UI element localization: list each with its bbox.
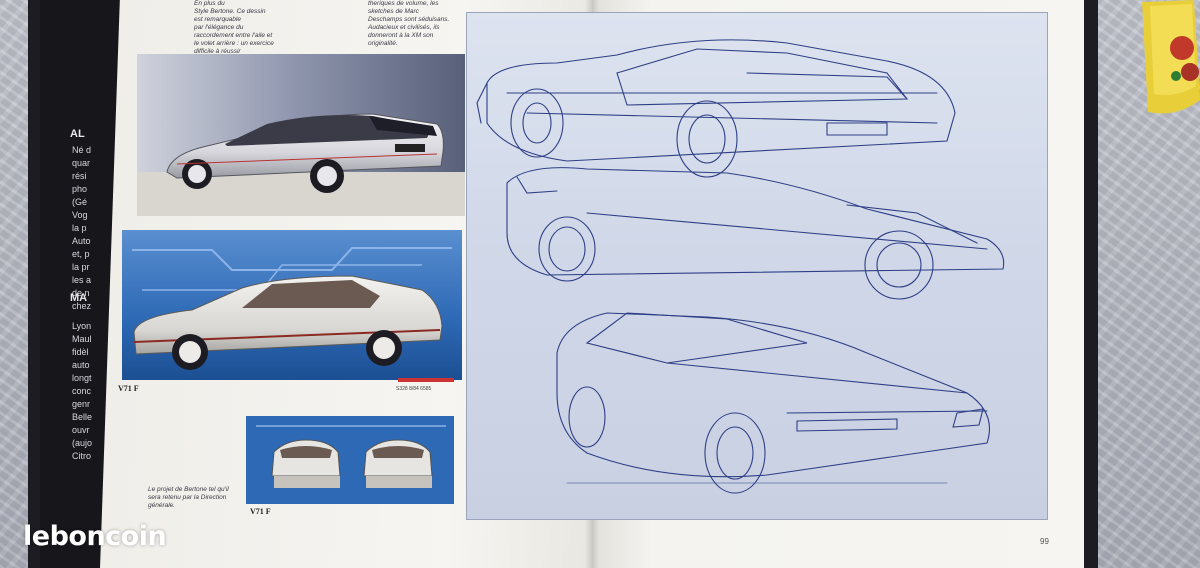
- strip-body-bottom: Lyon Maul fidèl auto longt conc genr Bel…: [72, 321, 93, 461]
- rendering-label-bottom: V71 F: [250, 507, 271, 516]
- rendering-coupe: [137, 54, 465, 216]
- rendering-codes-middle: S328 8/84 6585: [396, 386, 432, 392]
- rendering-label-middle: V71 F: [118, 384, 139, 393]
- strip-body-top: Né d quar rési pho (Gé Vog la p Auto et,…: [72, 145, 92, 311]
- red-stripe: [398, 378, 454, 382]
- mug: [1142, 0, 1200, 114]
- rendering-sedan: [122, 230, 462, 380]
- rendering-front-rear: [246, 416, 454, 504]
- page-number: 99: [1040, 537, 1049, 546]
- caption-top-right: theriques de volume, les sketches de Mar…: [368, 0, 450, 47]
- caption-bottom: Le projet de Bertone tel qu'il sera rete…: [148, 486, 229, 509]
- strip-heading-1: AL: [70, 128, 85, 140]
- leboncoin-watermark: leboncoin: [23, 521, 167, 552]
- sketch-panel: [466, 12, 1048, 520]
- strip-heading-2: MA: [70, 292, 88, 304]
